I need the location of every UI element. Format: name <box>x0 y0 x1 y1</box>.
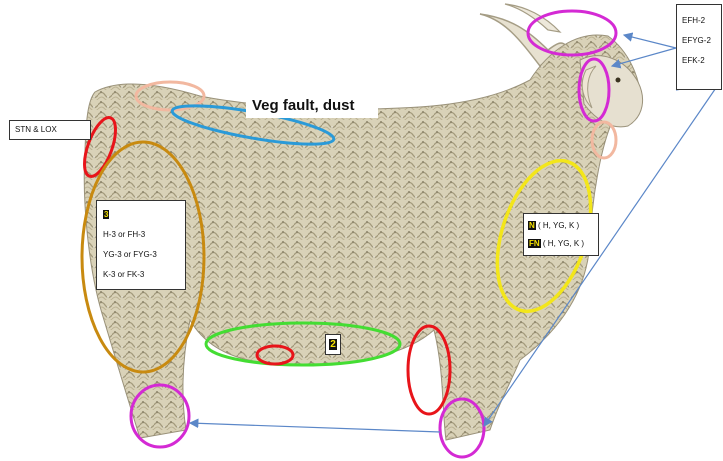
stn-lox-label: STN & LOX <box>9 120 91 140</box>
veg-fault-label: Veg fault, dust <box>246 94 378 118</box>
belly-grade-box: 2 <box>325 334 341 355</box>
belly-grade-badge: 2 <box>329 339 337 350</box>
front-grade-box: N ( H, YG, K ) FN ( H, YG, K ) <box>523 213 599 256</box>
head-code: EFYG-2 <box>682 31 721 51</box>
front-grade-text: ( H, YG, K ) <box>543 239 584 248</box>
rear-grade-badge: 3 <box>103 210 109 219</box>
head-code: EFK-2 <box>682 51 721 71</box>
front-grade-text: ( H, YG, K ) <box>538 221 579 230</box>
head-codes-box: EFH-2 EFYG-2 EFK-2 <box>676 4 722 90</box>
front-grade-badge: N <box>528 221 536 230</box>
stn-lox-text: STN & LOX <box>15 125 57 134</box>
rear-grade-line: K-3 or FK-3 <box>103 265 185 285</box>
rear-grade-line: H-3 or FH-3 <box>103 225 185 245</box>
head-code: EFH-2 <box>682 11 721 31</box>
arrow-to-rear-leg <box>190 423 440 432</box>
front-grade-badge: FN <box>528 239 541 248</box>
rear-grade-box: 3 H-3 or FH-3 YG-3 or FYG-3 K-3 or FK-3 <box>96 200 186 290</box>
rear-grade-line: YG-3 or FYG-3 <box>103 245 185 265</box>
arrow-to-head-top <box>624 35 676 48</box>
